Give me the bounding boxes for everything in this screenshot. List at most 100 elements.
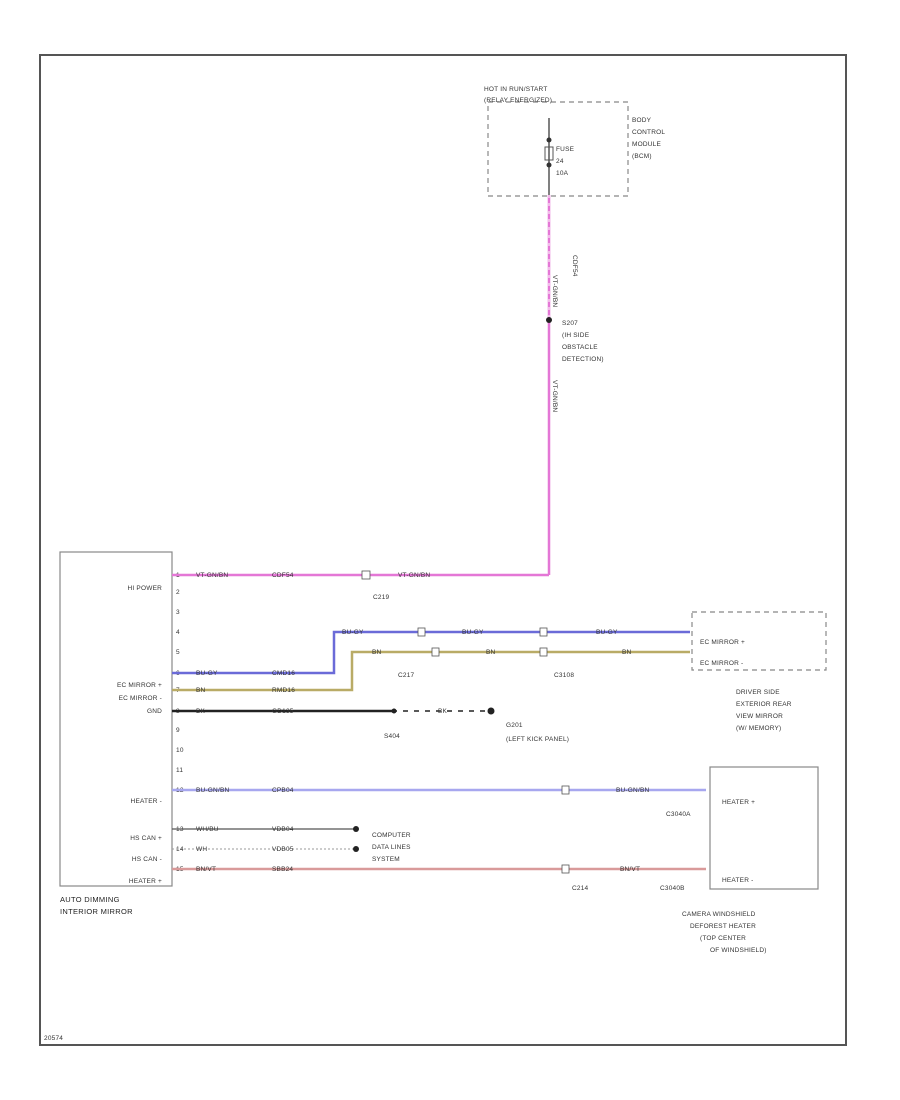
fuse-label: FUSE bbox=[556, 146, 575, 153]
module-pin-number: 10 bbox=[176, 747, 184, 754]
diagram-frame bbox=[39, 54, 847, 1046]
heater-neg-connector bbox=[561, 785, 570, 795]
module-pin-number: 5 bbox=[176, 649, 180, 656]
hs-can-neg-dot bbox=[353, 846, 359, 852]
ec-neg-color-2: BN bbox=[372, 649, 382, 656]
fuse-symbol bbox=[544, 146, 554, 161]
c3108-label: C3108 bbox=[554, 672, 574, 679]
pin-label-heater-neg: HEATER - bbox=[131, 798, 162, 805]
module-pin-number: 11 bbox=[176, 767, 183, 774]
vertical-color-upper: VT-GN/BN bbox=[551, 275, 558, 307]
fuse-number: 24 bbox=[556, 158, 564, 165]
pin-label-ec-neg: EC MIRROR - bbox=[119, 695, 162, 702]
vertical-ckt-upper: CDF54 bbox=[571, 255, 578, 277]
pin-label-hs-can-neg: HS CAN - bbox=[132, 856, 162, 863]
pin-numbers: 123456789101112131415 bbox=[176, 572, 184, 873]
driver-mirror-box bbox=[691, 611, 827, 671]
bcm-line-3: MODULE bbox=[632, 141, 661, 148]
c3040b-label: C3040B bbox=[660, 885, 685, 892]
s404-dot bbox=[391, 708, 397, 714]
heater-neg-ckt: CPB04 bbox=[272, 787, 294, 794]
module-pin-number: 3 bbox=[176, 609, 180, 616]
s207-line-1: S207 bbox=[562, 320, 578, 327]
c3108-connector-b bbox=[539, 647, 548, 657]
ec-pos-ckt: CMD16 bbox=[272, 670, 295, 677]
hs-can-pos-color: WH/BU bbox=[196, 826, 219, 833]
driver-mirror-caption-3: VIEW MIRROR bbox=[736, 713, 783, 720]
heater-pos-color-1: BN/VT bbox=[196, 866, 216, 873]
hs-can-pos-ckt: VDB04 bbox=[272, 826, 294, 833]
interior-mirror-module bbox=[59, 551, 173, 887]
pin-label-heater-pos: HEATER + bbox=[129, 878, 162, 885]
s207-line-3: OBSTACLE bbox=[562, 344, 598, 351]
s207-line-2: (IH SIDE bbox=[562, 332, 590, 339]
ec-mirror-pos-wire bbox=[172, 630, 690, 675]
pin-label-ec-pos: EC MIRROR + bbox=[117, 682, 162, 689]
g201-ground-dot bbox=[487, 707, 495, 715]
gnd-color-1: BK bbox=[196, 708, 206, 715]
bcm-line-2: CONTROL bbox=[632, 129, 665, 136]
driver-mirror-pin-2: EC MIRROR - bbox=[700, 660, 743, 667]
computer-line-1: COMPUTER bbox=[372, 832, 411, 839]
gnd-ckt: GD135 bbox=[272, 708, 294, 715]
module-pin-number: 2 bbox=[176, 589, 180, 596]
c3108-connector-a bbox=[539, 627, 548, 637]
module-pin-number: 14 bbox=[176, 846, 184, 853]
frame-id: 20574 bbox=[44, 1035, 63, 1042]
ec-pos-color-3: BU-GY bbox=[462, 629, 484, 636]
c217-label: C217 bbox=[398, 672, 415, 679]
c217-connector-a bbox=[417, 627, 426, 637]
bcm-line-4: (BCM) bbox=[632, 153, 652, 160]
c219-connector bbox=[361, 570, 371, 580]
pin-label-gnd: GND bbox=[147, 708, 162, 715]
ec-mirror-neg-wire bbox=[172, 650, 690, 692]
ec-pos-color-4: BU-GY bbox=[596, 629, 618, 636]
driver-mirror-caption-4: (W/ MEMORY) bbox=[736, 725, 781, 732]
driver-mirror-pin-1: EC MIRROR + bbox=[700, 639, 745, 646]
camera-caption-4: OF WINDSHIELD) bbox=[710, 947, 767, 954]
hs-can-neg-ckt: VDB05 bbox=[272, 846, 294, 853]
power-color-label-2: VT-GN/BN bbox=[398, 572, 430, 579]
c219-label: C219 bbox=[373, 594, 390, 601]
power-color-label: VT-GN/BN bbox=[196, 572, 228, 579]
camera-heater-box bbox=[709, 766, 819, 890]
module-name-line-2: INTERIOR MIRROR bbox=[60, 907, 133, 916]
heater-pos-ckt: SBB24 bbox=[272, 866, 293, 873]
ec-neg-color-4: BN bbox=[622, 649, 632, 656]
s404-label: S404 bbox=[384, 733, 400, 740]
camera-caption-1: CAMERA WINDSHIELD bbox=[682, 911, 756, 918]
fuse-terminal-top bbox=[546, 137, 552, 143]
driver-mirror-caption-1: DRIVER SIDE bbox=[736, 689, 780, 696]
g201-label: G201 bbox=[506, 722, 523, 729]
vertical-color-lower: VT-GN/BN bbox=[551, 380, 558, 412]
computer-line-2: DATA LINES bbox=[372, 844, 411, 851]
computer-line-3: SYSTEM bbox=[372, 856, 400, 863]
ec-pos-color-2: BU-GY bbox=[342, 629, 364, 636]
pin-label-power: HI POWER bbox=[128, 585, 163, 592]
ec-pos-color-1: BU-GY bbox=[196, 670, 218, 677]
gnd-color-2: BK bbox=[438, 708, 448, 715]
power-ckt-label: CDF54 bbox=[272, 572, 294, 579]
top-header-1: HOT IN RUN/START bbox=[484, 86, 548, 93]
fuse-terminal-bottom bbox=[546, 162, 552, 168]
camera-heater-pin-2: HEATER - bbox=[722, 877, 753, 884]
camera-caption-2: DEFOREST HEATER bbox=[690, 923, 756, 930]
g201-location: (LEFT KICK PANEL) bbox=[506, 736, 569, 743]
heater-neg-color-1: BU-GN/BN bbox=[196, 787, 229, 794]
camera-heater-pin-1: HEATER + bbox=[722, 799, 755, 806]
s207-line-4: DETECTION) bbox=[562, 356, 604, 363]
ec-neg-color-1: BN bbox=[196, 687, 206, 694]
splice-s207-dot bbox=[546, 317, 552, 323]
camera-caption-3: (TOP CENTER bbox=[700, 935, 746, 942]
bcm-line-1: BODY bbox=[632, 117, 652, 124]
fuse-amps: 10A bbox=[556, 170, 569, 177]
module-pin-number: 4 bbox=[176, 629, 180, 636]
module-name-line-1: AUTO DIMMING bbox=[60, 895, 120, 904]
heater-pos-color-2: BN/VT bbox=[620, 866, 640, 873]
hs-can-pos-dot bbox=[353, 826, 359, 832]
module-pin-number: 9 bbox=[176, 727, 180, 734]
driver-mirror-caption-2: EXTERIOR REAR bbox=[736, 701, 792, 708]
heater-neg-color-2: BU-GN/BN bbox=[616, 787, 649, 794]
c214-label: C214 bbox=[572, 885, 589, 892]
